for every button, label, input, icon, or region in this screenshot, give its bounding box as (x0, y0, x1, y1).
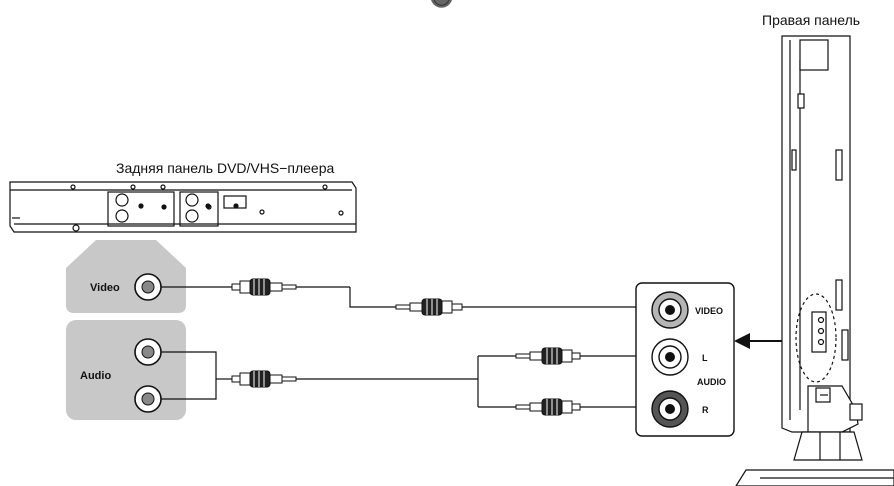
video-cable (161, 286, 650, 308)
tv-audio-l-jack (651, 338, 689, 376)
rca-plug-audio-l-tv (515, 347, 581, 365)
tv-video-jack (651, 291, 689, 329)
tv-audio-r-label: R (702, 405, 709, 415)
right-panel-caption: Правая панель (762, 12, 861, 28)
dvd-rear-panel-caption: Задняя панель DVD/VHS−плеера (116, 160, 335, 176)
rca-plug-video-source (231, 278, 297, 296)
rca-plug-audio-source (231, 370, 297, 388)
dvd-vhs-player-rear-panel (9, 181, 357, 233)
tv-video-label: VIDEO (695, 306, 723, 316)
source-video-jack (134, 273, 162, 301)
source-video-label: Video (90, 282, 120, 294)
source-audio-label: Audio (80, 370, 111, 382)
tv-audio-label: AUDIO (697, 377, 726, 387)
source-audio-r-jack (134, 385, 162, 413)
tv-audio-r-jack (651, 390, 689, 428)
rca-plug-video-tv (395, 298, 463, 316)
source-audio-l-jack (134, 338, 162, 366)
source-jack-highlights (66, 240, 186, 420)
tv-audio-l-label: L (702, 353, 708, 363)
rca-plug-audio-r-tv (515, 398, 581, 416)
top-partial-disc-icon (431, 0, 452, 8)
tv-side-view (735, 35, 894, 486)
